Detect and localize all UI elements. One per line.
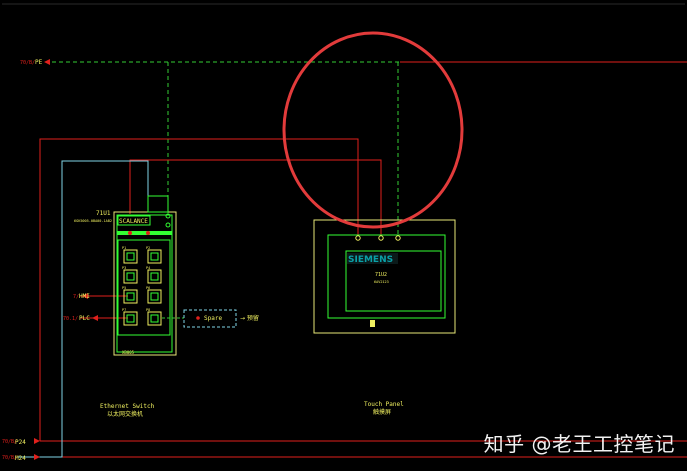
panel-sub-tag: 6AV2123 [374, 280, 389, 284]
panel-caption-en: Touch Panel [364, 401, 404, 408]
hmi-arrow [82, 293, 88, 299]
cyan-wire [18, 160, 149, 458]
m24-prefix: 70/B/ [2, 455, 17, 461]
spare-box [162, 309, 237, 328]
hmi-label: HMI [79, 293, 90, 300]
port-label-p7: P7 [122, 308, 126, 312]
plc-prefix: 70.1/ [63, 316, 78, 322]
hmi-prefix: 7/ [73, 294, 79, 300]
switch-terminal-l1 [128, 231, 132, 235]
pe-label: PE [35, 59, 43, 66]
port-label-p4: P4 [146, 266, 150, 270]
switch-housing [113, 211, 177, 356]
switch-port-p8[interactable] [147, 311, 162, 326]
pe-arrow [44, 59, 50, 65]
port-label-p1: P1 [122, 246, 126, 250]
switch-port-p3[interactable] [123, 269, 138, 284]
switch-port-p6[interactable] [147, 289, 162, 304]
switch-divider [117, 231, 172, 235]
switch-terminal-pe [165, 213, 171, 219]
ethernet-switch[interactable]: SCALANCE P1 P2 P3 P4 P5 P6 P7 P8 XB005 [113, 195, 177, 356]
panel-bezel [327, 234, 446, 319]
m24-label: M24 [15, 455, 26, 462]
switch-port-area [117, 239, 171, 336]
siemens-logo-bg [347, 253, 398, 264]
panel-terminal-l [355, 235, 361, 241]
panel-outer-frame [313, 219, 456, 334]
switch-port-p2[interactable] [147, 249, 162, 264]
power-wires-red [18, 138, 687, 458]
port-label-p2: P2 [146, 246, 150, 250]
touch-panel[interactable]: SIEMENS [313, 219, 456, 334]
switch-top-connector [147, 195, 169, 213]
pe-bus [45, 61, 687, 236]
switch-body [116, 214, 173, 353]
plc-label: PLC [79, 315, 90, 322]
port-label-p8: P8 [146, 308, 150, 312]
switch-caption-en: Ethernet Switch [100, 403, 155, 410]
switch-port-p4[interactable] [147, 269, 162, 284]
p24-arrow [34, 438, 40, 444]
switch-port-p7[interactable] [123, 311, 138, 326]
switch-sub-tag: 6GK5005-0BA00-1AB2 [74, 219, 112, 223]
switch-badge [117, 215, 151, 226]
highlight-circle [282, 31, 464, 229]
pe-prefix: 70/B/ [20, 60, 35, 66]
switch-bottom-code: XB005 [122, 350, 135, 355]
switch-terminal-m [146, 231, 150, 235]
watermark: 知乎 @老王工控笔记 [483, 432, 675, 456]
port-label-p5: P5 [122, 286, 126, 290]
switch-terminal-pe2 [165, 222, 171, 228]
spare-label: Spare [204, 315, 222, 322]
siemens-logo: SIEMENS [348, 255, 393, 265]
switch-model-badge: SCALANCE [119, 218, 148, 225]
panel-terminal-m [378, 235, 384, 241]
switch-tag: 71U1 [96, 210, 111, 217]
p24-prefix: 70/B/ [2, 439, 17, 445]
m24-arrow [34, 454, 40, 460]
panel-caption-zh: 触摸屏 [373, 408, 391, 416]
switch-port-p1[interactable] [123, 249, 138, 264]
switch-port-p5[interactable] [123, 289, 138, 304]
panel-terminal-pe [395, 235, 401, 241]
port-label-p3: P3 [122, 266, 126, 270]
panel-connector [370, 320, 375, 327]
p24-label: P24 [15, 439, 26, 446]
panel-tag: 71U2 [375, 272, 387, 278]
plc-arrow [92, 315, 98, 321]
spare-note: → 预留 [240, 314, 259, 322]
switch-caption-zh: 以太网交换机 [107, 410, 143, 418]
panel-screen [345, 250, 442, 312]
port-label-p6: P6 [146, 286, 150, 290]
